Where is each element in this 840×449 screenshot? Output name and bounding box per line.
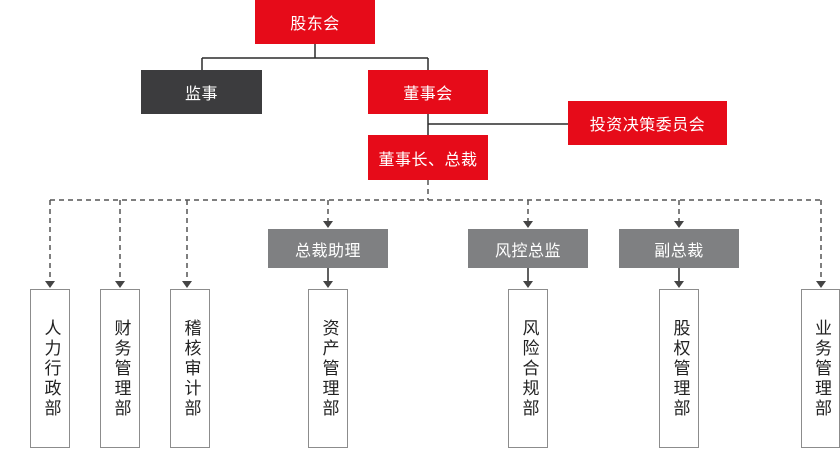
risk-director-label: 风控总监 <box>494 240 561 260</box>
dept-hr-admin: 人力行政部 <box>30 289 70 448</box>
investment-committee-label: 投资决策委员会 <box>589 115 706 134</box>
arrow-assistant <box>323 221 333 228</box>
shareholders-label: 股东会 <box>290 14 340 33</box>
supervisor-box: 监事 <box>141 70 262 114</box>
president-assistant-box: 总裁助理 <box>268 229 388 268</box>
arrow-dept-5 <box>523 281 533 288</box>
dept-equity-management: 股权管理部 <box>659 289 699 448</box>
investment-committee-box: 投资决策委员会 <box>568 101 727 145</box>
dept-audit: 稽核审计部 <box>170 289 210 448</box>
arrow-dept-7 <box>816 281 826 288</box>
arrow-dept-3 <box>182 281 192 288</box>
arrow-risk <box>523 221 533 228</box>
president-assistant-label: 总裁助理 <box>294 240 361 260</box>
dept-finance: 财务管理部 <box>100 289 140 448</box>
dept-asset-management-label: 资产管理部 <box>318 318 339 419</box>
vice-president-box: 副总裁 <box>619 229 739 268</box>
arrow-dept-6 <box>674 281 684 288</box>
dept-business-management-label: 业务管理部 <box>811 318 831 419</box>
arrow-vp <box>674 221 684 228</box>
chairman-president-label: 董事长、总裁 <box>378 149 478 169</box>
dept-risk-compliance: 风险合规部 <box>508 289 548 448</box>
vice-president-label: 副总裁 <box>654 240 704 260</box>
dept-equity-management-label: 股权管理部 <box>669 318 690 419</box>
dept-finance-label: 财务管理部 <box>110 318 131 419</box>
risk-director-box: 风控总监 <box>468 229 588 268</box>
arrow-dept-2 <box>115 281 125 288</box>
dept-risk-compliance-label: 风险合规部 <box>518 318 539 419</box>
dept-asset-management: 资产管理部 <box>308 289 348 448</box>
dept-business-management: 业务管理部 <box>801 289 840 448</box>
board-label: 董事会 <box>403 84 453 103</box>
chairman-president-box: 董事长、总裁 <box>368 135 488 180</box>
board-box: 董事会 <box>368 70 488 114</box>
arrow-dept-1 <box>45 281 55 288</box>
shareholders-box: 股东会 <box>255 0 375 44</box>
arrow-dept-4 <box>323 281 333 288</box>
supervisor-label: 监事 <box>184 84 218 103</box>
dept-audit-label: 稽核审计部 <box>180 318 201 419</box>
dept-hr-admin-label: 人力行政部 <box>40 318 61 419</box>
